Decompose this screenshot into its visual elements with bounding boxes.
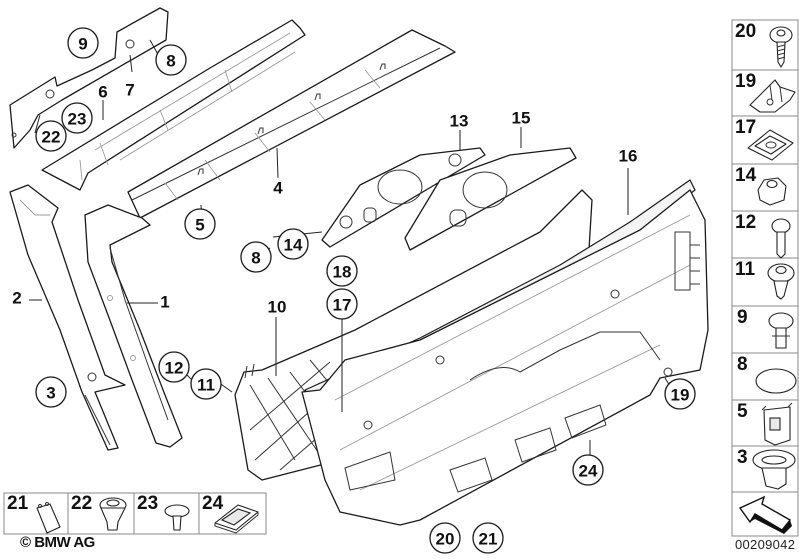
svg-text:12: 12 bbox=[165, 359, 184, 378]
legend-number-17: 17 bbox=[735, 117, 756, 138]
screw-icon bbox=[769, 26, 793, 68]
pad-icon bbox=[36, 502, 61, 534]
legend-number-11: 11 bbox=[735, 259, 756, 280]
callout-17: 17 bbox=[326, 288, 358, 320]
callout-14: 14 bbox=[277, 228, 309, 260]
svg-text:9: 9 bbox=[78, 35, 87, 54]
legend-number-23: 23 bbox=[137, 493, 158, 514]
cap-icon bbox=[755, 368, 797, 394]
plain-labels: 1 2 4 6 7 10 13 15 16 bbox=[12, 81, 637, 317]
callout-21: 21 bbox=[472, 522, 504, 554]
legend-number-3: 3 bbox=[737, 447, 748, 468]
part-13-handle-trim bbox=[321, 147, 486, 248]
callout-20: 20 bbox=[429, 522, 461, 554]
legend-number-12: 12 bbox=[735, 212, 756, 233]
main-trunk-lid-panel bbox=[301, 189, 709, 526]
svg-text:20: 20 bbox=[436, 530, 455, 549]
legend-number-24: 24 bbox=[202, 493, 224, 514]
label-4: 4 bbox=[273, 179, 283, 198]
callout-22: 22 bbox=[35, 120, 67, 152]
callout-24: 24 bbox=[572, 454, 604, 486]
legend-number-21: 21 bbox=[7, 493, 29, 514]
svg-text:19: 19 bbox=[671, 386, 690, 405]
legend-number-8: 8 bbox=[737, 354, 748, 375]
rivet-icon bbox=[164, 504, 190, 531]
legend-number-19: 19 bbox=[735, 71, 756, 92]
callout-12: 12 bbox=[158, 351, 190, 383]
spring-clip-icon bbox=[749, 79, 796, 113]
rubber-buffer-icon bbox=[214, 504, 259, 534]
svg-text:8: 8 bbox=[166, 52, 175, 71]
grommet-icon bbox=[752, 449, 796, 490]
label-6: 6 bbox=[98, 83, 107, 102]
svg-text:17: 17 bbox=[333, 296, 352, 315]
label-16: 16 bbox=[619, 147, 638, 166]
callout-8-mid: 8 bbox=[240, 241, 272, 273]
svg-text:24: 24 bbox=[579, 462, 598, 481]
direction-arrow-icon bbox=[738, 495, 792, 534]
label-7: 7 bbox=[125, 81, 134, 100]
callout-19: 19 bbox=[664, 378, 696, 410]
clip-icon bbox=[761, 402, 793, 446]
legend-number-9: 9 bbox=[737, 307, 748, 328]
label-1: 1 bbox=[160, 293, 169, 312]
part-15-handle-trim bbox=[404, 147, 577, 251]
callout-18: 18 bbox=[326, 255, 358, 287]
callout-3: 3 bbox=[35, 376, 67, 408]
callout-9: 9 bbox=[67, 27, 99, 59]
svg-text:18: 18 bbox=[333, 263, 352, 282]
label-13: 13 bbox=[450, 112, 469, 131]
cone-plug-icon bbox=[99, 497, 127, 531]
legend-number-20: 20 bbox=[735, 21, 756, 42]
part-1-pillar-trim bbox=[84, 204, 183, 448]
part-6-trim-strip bbox=[41, 19, 306, 191]
callout-11: 11 bbox=[190, 368, 222, 400]
speed-nut-icon bbox=[747, 129, 794, 161]
svg-text:21: 21 bbox=[479, 530, 498, 549]
svg-text:3: 3 bbox=[46, 384, 55, 403]
part-7-bracket bbox=[9, 7, 169, 149]
hex-nut-icon bbox=[757, 177, 787, 206]
callout-23: 23 bbox=[61, 102, 93, 134]
svg-text:5: 5 bbox=[195, 216, 204, 235]
expanding-rivet-icon bbox=[767, 263, 795, 300]
callouts: 9 8 23 22 5 14 8 18 17 3 12 11 19 24 20 … bbox=[35, 27, 696, 554]
legend-right: 20 19 17 14 12 11 9 8 5 3 bbox=[731, 19, 799, 537]
legend-number-5: 5 bbox=[737, 401, 748, 422]
copyright-notice: © BMW AG bbox=[20, 534, 95, 551]
label-2: 2 bbox=[12, 289, 21, 308]
callout-5: 5 bbox=[184, 208, 216, 240]
push-pin-icon bbox=[768, 312, 794, 349]
label-15: 15 bbox=[512, 109, 531, 128]
svg-text:11: 11 bbox=[197, 376, 215, 395]
diagram-id: 00209042 bbox=[735, 537, 796, 552]
svg-text:22: 22 bbox=[42, 128, 61, 147]
label-10: 10 bbox=[268, 298, 287, 317]
bolt-icon bbox=[771, 218, 791, 259]
callout-8-top: 8 bbox=[155, 44, 187, 76]
legend-number-22: 22 bbox=[71, 493, 92, 514]
svg-text:14: 14 bbox=[284, 236, 303, 255]
legend-number-14: 14 bbox=[735, 165, 757, 186]
svg-text:23: 23 bbox=[68, 110, 87, 129]
part-4-trim-rail bbox=[127, 29, 456, 219]
part-2-pillar-trim bbox=[9, 184, 126, 451]
legend-bottom: 21 22 23 24 bbox=[3, 492, 267, 535]
svg-text:8: 8 bbox=[251, 249, 260, 268]
